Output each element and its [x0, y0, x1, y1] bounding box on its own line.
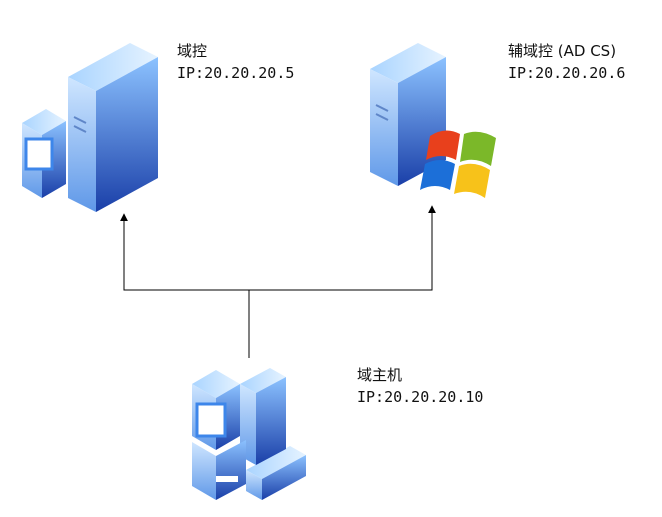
- domain-controller-ip: IP:20.20.20.5: [177, 64, 295, 82]
- secondary-controller-name: 辅域控 (AD CS): [508, 42, 617, 60]
- domain-host-name: 域主机: [357, 366, 403, 384]
- server-with-workstation-icon: [22, 43, 158, 212]
- domain-controller-label: 域控 IP:20.20.20.5: [177, 40, 294, 84]
- workstation-icon: [192, 368, 306, 500]
- connectors: [120, 205, 436, 358]
- secondary-controller-label: 辅域控 (AD CS) IP:20.20.20.6: [508, 40, 625, 84]
- edge-host-to-secondary-controller: [249, 205, 436, 291]
- windows-server-icon: [370, 43, 496, 198]
- windows-logo-icon: [420, 130, 496, 198]
- edge-host-to-domain-controller: [120, 213, 250, 358]
- domain-host-ip: IP:20.20.20.10: [357, 388, 484, 406]
- domain-controller-name: 域控: [177, 42, 208, 60]
- domain-host-label: 域主机 IP:20.20.20.10: [357, 364, 483, 408]
- secondary-controller-ip: IP:20.20.20.6: [508, 64, 626, 82]
